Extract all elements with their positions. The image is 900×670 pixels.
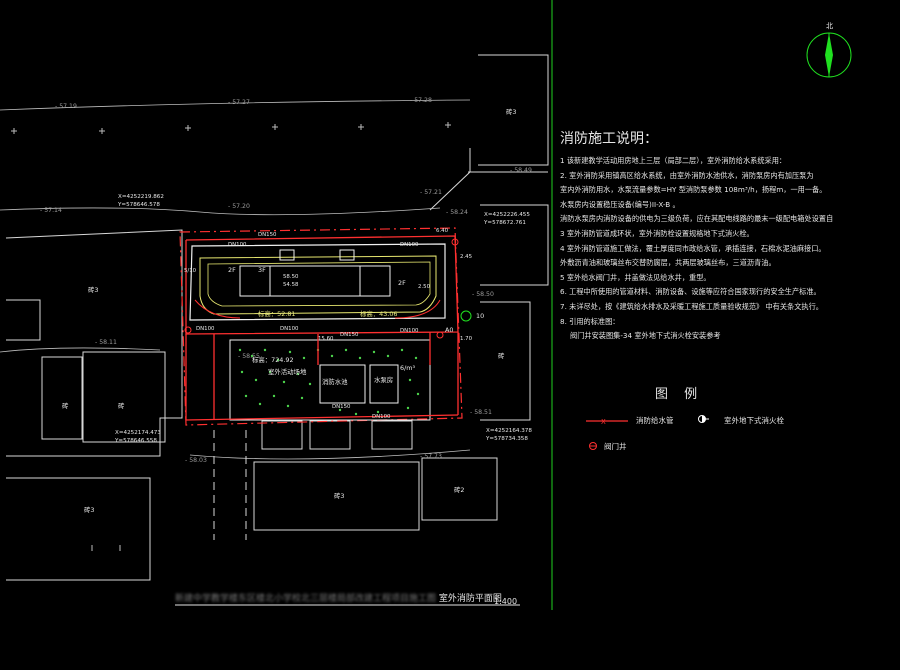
- svg-text:10: 10: [476, 312, 484, 320]
- note-line: 室内外消防用水，水泵流量参数=HY 型消防泵参数 108m³/h，扬程m，一用一…: [560, 185, 827, 195]
- svg-text:5/10: 5/10: [184, 268, 197, 274]
- svg-text:1.70: 1.70: [460, 336, 473, 342]
- svg-text:水泵房: 水泵房: [374, 375, 393, 384]
- svg-text:DN100: DN100: [400, 242, 419, 248]
- caption-project-name: 新建中学教学楼东区楼北小学校北三层楼局部改建工程项目施工图: [175, 594, 437, 604]
- note-line: 7. 未详尽处，按《建筑给水排水及采暖工程施工质量验收规范》 中有关条文执行。: [560, 301, 823, 311]
- svg-text:消防水池: 消防水池: [322, 377, 348, 386]
- site-boundary: [179, 227, 463, 426]
- svg-text:Y=578646.558: Y=578646.558: [114, 438, 157, 444]
- legend-hydrant-label: 室外地下式消火栓: [724, 416, 784, 425]
- svg-text:15.60: 15.60: [318, 336, 334, 342]
- legend-valve-label: 阀门井: [604, 442, 627, 451]
- note-line: 3 室外消防管道成环状，室外消防栓设置规格地下式消火栓。: [560, 228, 754, 238]
- legend-fire-pipe-label: 消防给水管: [636, 416, 674, 425]
- svg-text:2.50: 2.50: [418, 284, 431, 290]
- svg-text:- 58.55: - 58.55: [238, 353, 260, 360]
- note-line: 2. 室外消防采用镇高区给水系统，由室外消防水池供水，消防泵房内有加压泵为: [560, 170, 814, 180]
- fire-water-pipe-network: [185, 235, 459, 421]
- note-line: 8. 引用的标准图：: [560, 316, 620, 326]
- svg-text:DN150: DN150: [340, 332, 359, 338]
- svg-text:2F: 2F: [398, 279, 406, 287]
- svg-text:Y=578734.358: Y=578734.358: [485, 436, 528, 442]
- note-line: 水泵房内设置稳压设备(编号)II-X-B 。: [560, 199, 680, 209]
- svg-text:DN150: DN150: [332, 404, 351, 410]
- construction-notes: 消防施工说明： 1 该新建教学活动用房地上三层（局部二层），室外消防给水系统采用…: [560, 128, 896, 344]
- svg-text:6.40: 6.40: [436, 228, 449, 234]
- notes-title: 消防施工说明：: [560, 131, 658, 147]
- main-building: [189, 243, 446, 321]
- svg-text:X=4252226.455: X=4252226.455: [484, 212, 530, 218]
- svg-text:室外活动场地: 室外活动场地: [268, 367, 307, 376]
- svg-text:Y=578672.761: Y=578672.761: [483, 220, 526, 226]
- north-label: 北: [826, 22, 833, 30]
- svg-text:- 57.19: - 57.19: [55, 103, 77, 110]
- svg-text:X=4252219.862: X=4252219.862: [118, 194, 164, 200]
- hydrant-legend-icon: [698, 415, 709, 423]
- note-line: 外敷沥青油和玻璃丝布交替防腐层，共两层玻璃丝布，三道沥青油。: [560, 258, 776, 268]
- north-arrow-icon: 北: [806, 22, 852, 78]
- svg-text:DN100: DN100: [228, 242, 247, 248]
- survey-marks: [11, 122, 451, 551]
- svg-text:58.50: 58.50: [283, 274, 299, 280]
- svg-text:砖3: 砖3: [506, 107, 516, 116]
- courtyard: [229, 339, 431, 421]
- svg-text:2F: 2F: [228, 266, 236, 274]
- svg-text:砖3: 砖3: [334, 491, 344, 500]
- legend-title: 图 例: [655, 387, 704, 402]
- svg-text:2.45: 2.45: [460, 254, 472, 260]
- note-line: 1 该新建教学活动用房地上三层（局部二层），室外消防给水系统采用：: [560, 156, 787, 165]
- svg-text:X: X: [601, 418, 606, 426]
- svg-text:- 58.11: - 58.11: [95, 339, 117, 346]
- surrounding-buildings: [5, 54, 549, 581]
- road: [213, 430, 247, 540]
- note-line: 消防水泵房内消防设备的供电为三级负荷，应在其配电线路的最末一级配电箱处设置自: [560, 214, 834, 224]
- svg-text:砖: 砖: [118, 401, 125, 410]
- svg-text:- 58.51: - 58.51: [470, 409, 492, 416]
- svg-text:标高：52.81: 标高：52.81: [258, 309, 295, 318]
- svg-text:X=4252174.473: X=4252174.473: [115, 430, 161, 436]
- svg-text:A0: A0: [445, 326, 453, 334]
- svg-text:标高：43.06: 标高：43.06: [360, 309, 397, 318]
- svg-text:DN100: DN100: [372, 414, 391, 420]
- svg-text:- 58.50: - 58.50: [472, 291, 494, 298]
- svg-text:- 57.28: - 57.28: [410, 97, 432, 104]
- caption-title: 室外消防平面图: [438, 594, 502, 604]
- svg-text:DN100: DN100: [400, 328, 419, 334]
- drawing-caption: 新建中学教学楼东区楼北小学校北三层楼局部改建工程项目施工图 室外消防平面图: [175, 591, 502, 604]
- hydrant-icon: [184, 238, 472, 339]
- svg-text:DN100: DN100: [196, 326, 215, 332]
- svg-text:- 57.21: - 57.21: [420, 189, 442, 196]
- svg-text:砖3: 砖3: [84, 505, 94, 514]
- svg-text:砖: 砖: [498, 351, 505, 360]
- svg-text:- 57.20: - 57.20: [228, 203, 250, 210]
- terrain-lines: [0, 99, 471, 460]
- svg-text:DN150: DN150: [258, 232, 277, 238]
- svg-text:- 58.24: - 58.24: [446, 209, 468, 216]
- svg-text:Y=578646.578: Y=578646.578: [117, 202, 160, 208]
- note-line: 5 室外给水阀门井，井盖做法见给水井，重型。: [560, 272, 711, 282]
- svg-text:- 58.03: - 58.03: [185, 457, 207, 464]
- svg-text:砖3: 砖3: [88, 285, 98, 294]
- legend-symbols: X: [586, 415, 709, 450]
- standard-reference: 阀门井安装图集-34 室外地下式消火栓安装参考: [570, 331, 721, 341]
- svg-text:3F: 3F: [258, 266, 266, 274]
- svg-text:6/m³: 6/m³: [400, 364, 415, 372]
- svg-text:DN100: DN100: [280, 326, 299, 332]
- drawing-scale: 1:400: [494, 597, 518, 606]
- valve-well-legend-icon: [589, 442, 597, 450]
- svg-text:标高：724.92: 标高：724.92: [252, 355, 294, 364]
- svg-text:- 58.49: - 58.49: [510, 167, 532, 174]
- svg-text:X=4252164.378: X=4252164.378: [486, 428, 532, 434]
- svg-text:54.58: 54.58: [283, 282, 299, 288]
- note-line: 4 室外消防管道施工做法，覆土厚度同市政给水管，承插连接，石棉水泥油麻接口。: [560, 243, 826, 253]
- svg-text:砖: 砖: [62, 401, 69, 410]
- svg-text:- 57.73: - 57.73: [420, 453, 442, 460]
- svg-text:砖2: 砖2: [454, 485, 464, 494]
- svg-text:- 57.14: - 57.14: [40, 207, 62, 214]
- note-line: 6. 工程中所使用的管道材料、消防设备、设施等应符合国家现行的安全生产标准。: [560, 287, 821, 297]
- svg-text:- 57.27: - 57.27: [228, 99, 250, 106]
